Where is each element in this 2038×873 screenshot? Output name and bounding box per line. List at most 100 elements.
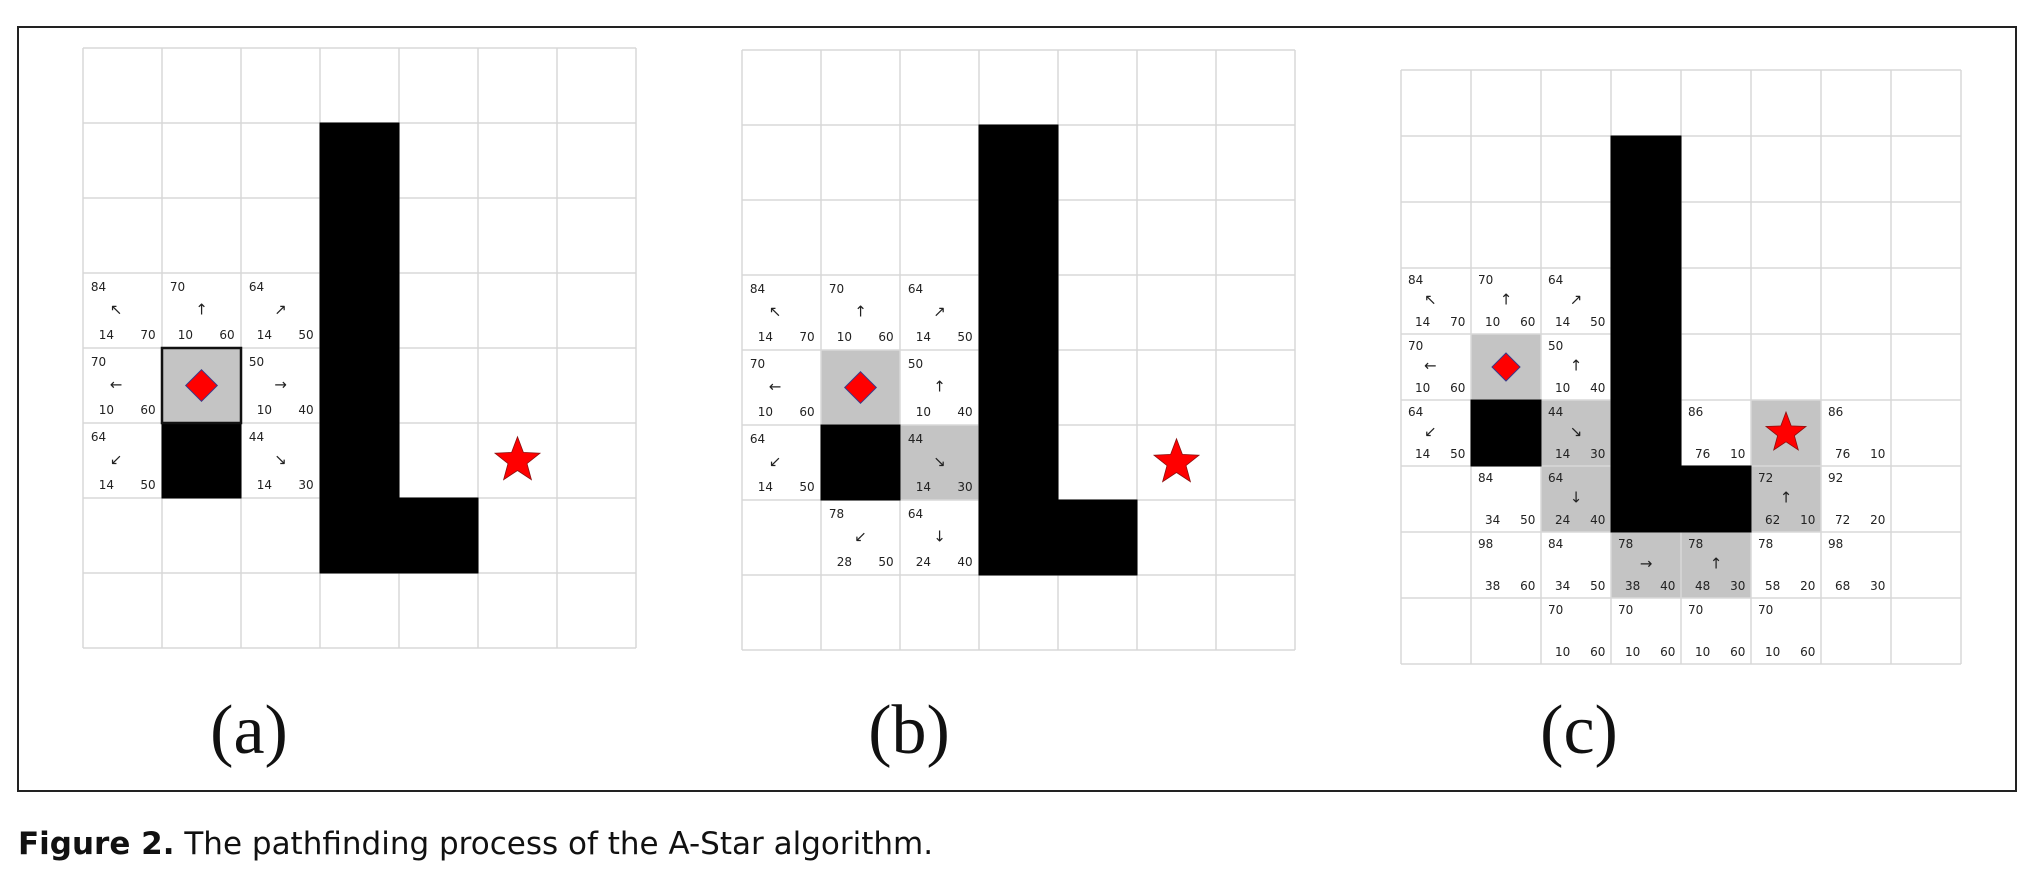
f-cost-label: 70 (1548, 603, 1563, 617)
g-cost-label: 14 (257, 478, 272, 492)
wall-cell (1610, 267, 1682, 335)
g-cost-label: 10 (1625, 645, 1640, 659)
g-cost-label: 10 (1765, 645, 1780, 659)
wall-cell (978, 199, 1059, 276)
h-cost-label: 70 (1450, 315, 1465, 329)
wall-cell (319, 497, 400, 574)
h-cost-label: 30 (1590, 447, 1605, 461)
g-cost-label: 10 (178, 328, 193, 342)
g-cost-label: 14 (1415, 447, 1430, 461)
g-cost-label: 10 (758, 405, 773, 419)
f-cost-label: 70 (1408, 339, 1423, 353)
parent-arrow-icon: ↘ (274, 450, 287, 468)
g-cost-label: 10 (99, 403, 114, 417)
h-cost-label: 60 (219, 328, 234, 342)
g-cost-label: 14 (1555, 447, 1570, 461)
start-diamond-icon (1491, 352, 1521, 382)
h-cost-label: 20 (1800, 579, 1815, 593)
f-cost-label: 86 (1688, 405, 1703, 419)
g-cost-label: 48 (1695, 579, 1710, 593)
panel-label-c: (c) (1540, 692, 1618, 769)
h-cost-label: 40 (957, 405, 972, 419)
h-cost-label: 50 (1450, 447, 1465, 461)
f-cost-label: 78 (1758, 537, 1773, 551)
g-cost-label: 14 (1555, 315, 1570, 329)
h-cost-label: 40 (298, 403, 313, 417)
f-cost-label: 70 (750, 357, 765, 371)
parent-arrow-icon: ↗ (933, 302, 946, 320)
h-cost-label: 10 (1800, 513, 1815, 527)
h-cost-label: 30 (298, 478, 313, 492)
wall-cell (1610, 201, 1682, 269)
g-cost-label: 14 (99, 478, 114, 492)
wall-cell (1057, 499, 1138, 576)
parent-arrow-icon: ← (110, 375, 123, 393)
f-cost-label: 50 (1548, 339, 1563, 353)
wall-cell (319, 122, 400, 199)
g-cost-label: 10 (837, 330, 852, 344)
parent-arrow-icon: ↘ (933, 452, 946, 470)
visited-cell (1611, 532, 1681, 598)
panel-label-a: (a) (210, 692, 288, 769)
wall-cell (319, 272, 400, 349)
h-cost-label: 70 (140, 328, 155, 342)
parent-arrow-icon: → (274, 375, 287, 393)
g-cost-label: 14 (99, 328, 114, 342)
g-cost-label: 38 (1625, 579, 1640, 593)
parent-arrow-icon: ↑ (1500, 290, 1513, 308)
g-cost-label: 10 (1555, 381, 1570, 395)
f-cost-label: 64 (908, 507, 923, 521)
g-cost-label: 14 (257, 328, 272, 342)
f-cost-label: 98 (1828, 537, 1843, 551)
g-cost-label: 10 (1555, 645, 1570, 659)
f-cost-label: 50 (908, 357, 923, 371)
g-cost-label: 14 (758, 480, 773, 494)
parent-arrow-icon: ↙ (1424, 422, 1437, 440)
parent-arrow-icon: ↑ (933, 377, 946, 395)
f-cost-label: 44 (249, 430, 264, 444)
wall-cell (978, 424, 1059, 501)
g-cost-label: 24 (1555, 513, 1570, 527)
h-cost-label: 30 (1730, 579, 1745, 593)
start-diamond-icon (843, 370, 878, 405)
h-cost-label: 40 (957, 555, 972, 569)
parent-arrow-icon: ↑ (1710, 554, 1723, 572)
parent-arrow-icon: ↙ (769, 452, 782, 470)
f-cost-label: 50 (249, 355, 264, 369)
f-cost-label: 84 (750, 282, 765, 296)
g-cost-label: 28 (837, 555, 852, 569)
h-cost-label: 60 (1520, 315, 1535, 329)
parent-arrow-icon: ↑ (854, 302, 867, 320)
h-cost-label: 50 (1590, 315, 1605, 329)
parent-arrow-icon: ↗ (1570, 290, 1583, 308)
g-cost-label: 10 (1695, 645, 1710, 659)
g-cost-label: 10 (1415, 381, 1430, 395)
h-cost-label: 20 (1870, 513, 1885, 527)
f-cost-label: 84 (1548, 537, 1563, 551)
caption-text: The pathfinding process of the A-Star al… (184, 826, 934, 862)
wall-cell (319, 422, 400, 499)
g-cost-label: 76 (1835, 447, 1850, 461)
parent-arrow-icon: ↓ (933, 527, 946, 545)
